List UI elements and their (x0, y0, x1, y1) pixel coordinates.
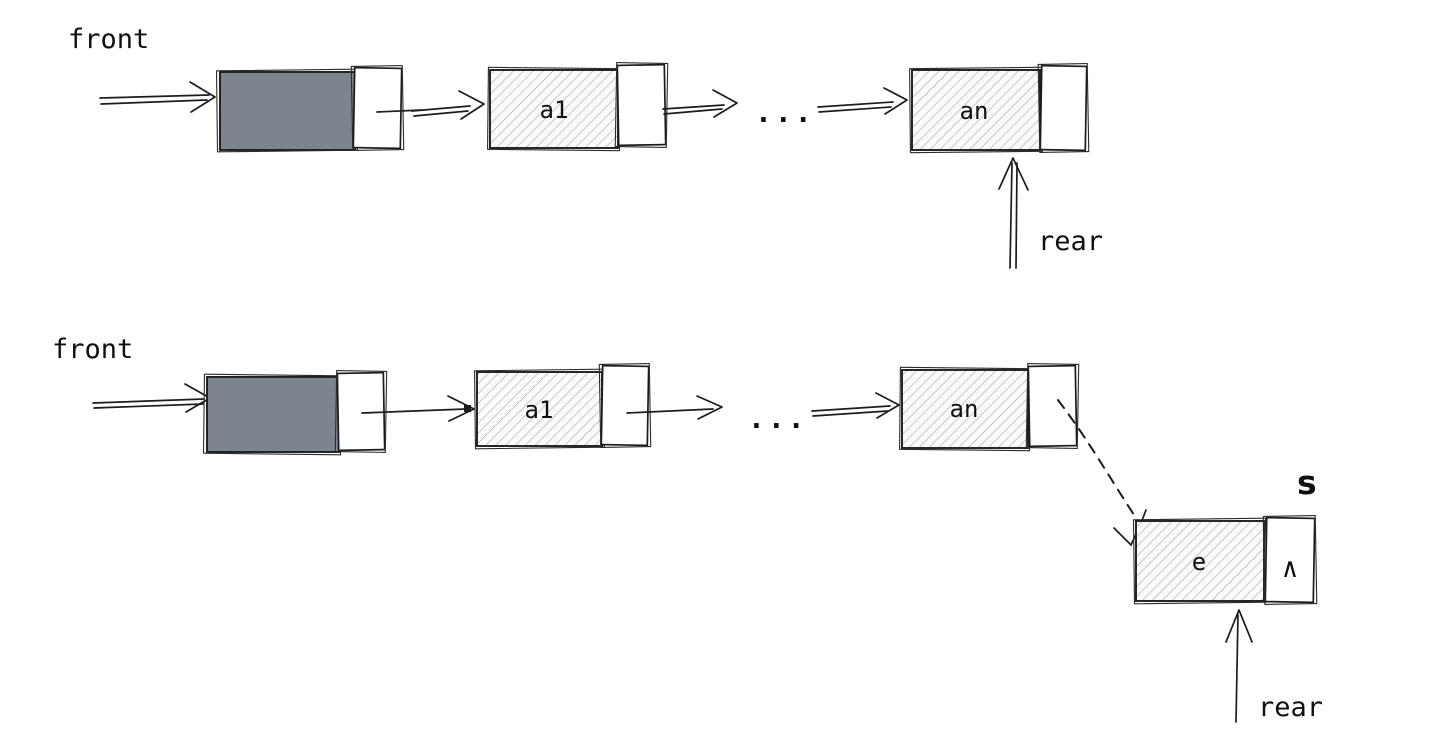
arrow-head-to-a1-bottom (361, 395, 475, 422)
node-a1-top: a1 (487, 66, 621, 152)
an-pointer-rect-bottom (1027, 364, 1078, 448)
front-label-top: front (68, 24, 149, 55)
rear-arrow-bottom (1225, 609, 1253, 723)
node-a1-label-bottom: a1 (525, 396, 554, 424)
ellipsis-bottom: ... (748, 402, 808, 435)
head-pointer-box-top (350, 65, 405, 151)
node-an-label-top: an (960, 97, 989, 125)
arrow-a1-to-ellipsis-top (662, 89, 738, 118)
head-pointer-rect-bottom (336, 371, 386, 452)
an-pointer-rect-top (1039, 64, 1088, 152)
rear-label-top: rear (1038, 226, 1103, 257)
node-a1-label-top: a1 (540, 96, 569, 124)
head-node-top (215, 68, 359, 153)
diagram-bottom: front a1 (52, 334, 1323, 723)
an-pointer-box-bottom (1025, 363, 1080, 449)
node-an-label-bottom: an (950, 395, 979, 423)
a1-pointer-box-bottom (598, 363, 652, 448)
node-an-rect-top (911, 69, 1041, 151)
a1-pointer-rect-bottom (600, 364, 650, 447)
node-e-rect (1135, 520, 1265, 602)
node-an-bottom: an (899, 366, 1031, 452)
rear-label-bottom: rear (1258, 692, 1323, 723)
arrow-ellipsis-to-an-bottom (811, 392, 900, 419)
an-pointer-box-top (1037, 63, 1090, 153)
null-symbol: ∧ (1282, 553, 1298, 584)
node-a1-bottom: a1 (473, 368, 606, 450)
s-label: s (1297, 463, 1317, 502)
diagram-top: front a1 (68, 24, 1103, 269)
node-an-rect-bottom (901, 369, 1029, 449)
node-e: e (1132, 517, 1268, 605)
e-pointer-rect (1264, 516, 1316, 604)
head-node-bottom (202, 373, 343, 456)
a1-pointer-box-top (614, 62, 669, 148)
node-e-label: e (1192, 548, 1206, 576)
front-label-bottom: front (52, 334, 133, 365)
node-an-top: an (909, 66, 1043, 154)
node-a1-rect-bottom (476, 371, 603, 447)
head-pointer-rect-top (352, 66, 403, 150)
a1-pointer-rect-top (616, 63, 667, 147)
e-pointer-box: ∧ (1262, 515, 1318, 605)
arrow-a1-to-ellipsis-bottom (626, 395, 723, 420)
arrow-head-to-a1-top (376, 90, 485, 120)
arrow-front-to-head-top (99, 81, 216, 113)
rear-arrow-top (998, 157, 1029, 269)
arrow-ellipsis-to-an-top (817, 87, 908, 115)
head-node-rect-bottom (206, 376, 340, 453)
arrow-front-to-head-bottom (92, 383, 211, 413)
ellipsis-top: ... (755, 96, 815, 129)
head-pointer-box-bottom (334, 370, 388, 453)
head-node-rect-top (219, 71, 356, 151)
